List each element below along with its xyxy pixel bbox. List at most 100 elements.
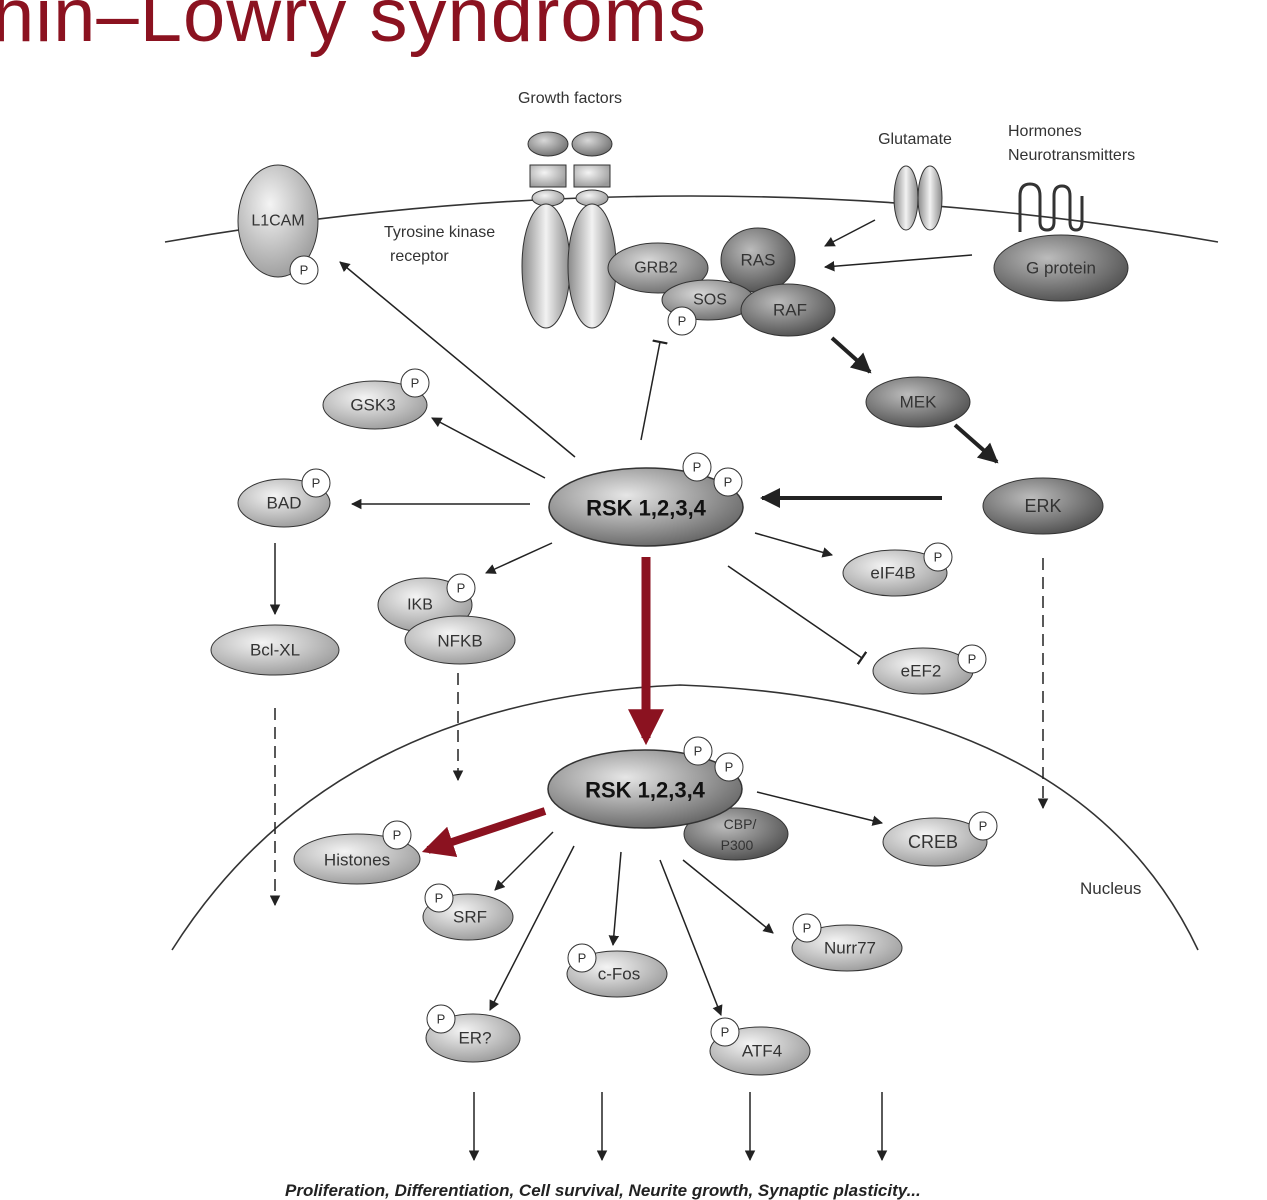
svg-text:P: P — [725, 760, 734, 775]
svg-text:P: P — [968, 652, 977, 667]
phospho-badge-histones: P — [382, 820, 412, 850]
svg-text:P: P — [300, 263, 309, 278]
raf-node: RAF — [740, 283, 836, 337]
outcomes-footer: Proliferation, Differentiation, Cell sur… — [285, 1181, 921, 1200]
svg-text:CBP/: CBP/ — [724, 816, 757, 832]
svg-text:P: P — [693, 460, 702, 475]
tyrosine-kinase-receptor — [521, 131, 617, 329]
glutamate-receptor-channel — [893, 165, 943, 231]
cell-membrane — [164, 195, 1219, 243]
svg-text:G protein: G protein — [1026, 259, 1096, 278]
phospho-badge-rsk-cyto-2: P — [713, 467, 743, 497]
phospho-badge-atf4: P — [710, 1017, 740, 1047]
svg-text:P: P — [393, 828, 402, 843]
svg-text:ATF4: ATF4 — [742, 1042, 782, 1061]
svg-text:P300: P300 — [721, 837, 754, 853]
inhibition-rsk-to-sos — [640, 339, 668, 441]
phospho-badge-rsk-nuc-1: P — [683, 736, 713, 766]
phospho-badge-er: P — [426, 1004, 456, 1034]
arrow-gprotein-to-ras — [823, 254, 973, 272]
mek-node: MEK — [865, 376, 971, 428]
svg-text:eEF2: eEF2 — [901, 662, 942, 681]
phospho-badge-nurr77: P — [792, 913, 822, 943]
arrow-rsk-to-srf — [494, 831, 554, 891]
arrow-rsk-to-ikb — [485, 542, 553, 574]
nuclear-envelope — [171, 684, 1199, 951]
pathway-arrows — [269, 219, 1049, 1162]
rsk-cytoplasmic-node: RSK 1,2,3,4 — [548, 467, 744, 547]
inhibition-rsk-to-eef2 — [727, 565, 868, 665]
svg-text:GSK3: GSK3 — [350, 396, 395, 415]
glutamate-label: Glutamate — [878, 131, 952, 148]
svg-text:RAS: RAS — [741, 251, 776, 270]
phospho-badge-c-fos: P — [567, 943, 597, 973]
receptor-label: receptor — [390, 248, 449, 265]
svg-text:Bcl-XL: Bcl-XL — [250, 641, 300, 660]
l1cam-label: L1CAM — [251, 213, 304, 230]
svg-text:P: P — [411, 376, 420, 391]
svg-text:BAD: BAD — [267, 494, 302, 513]
rsk-nuclear-node: RSK 1,2,3,4 — [547, 749, 743, 829]
slide-title: hin–Lowry syndroms — [0, 0, 707, 58]
svg-text:P: P — [724, 475, 733, 490]
svg-text:IKB: IKB — [407, 597, 433, 614]
phospho-badge-eif4b: P — [923, 542, 953, 572]
svg-text:Histones: Histones — [324, 851, 390, 870]
svg-text:eIF4B: eIF4B — [870, 564, 915, 583]
svg-text:P: P — [694, 744, 703, 759]
svg-text:P: P — [678, 314, 687, 329]
svg-text:NFKB: NFKB — [437, 632, 482, 651]
hormones-label: Hormones — [1008, 123, 1082, 140]
arrow-glutamate-to-ras — [824, 219, 876, 247]
creb-node: CREB — [882, 817, 988, 867]
tyrosine-kinase-label: Tyrosine kinase — [384, 224, 495, 241]
svg-text:RSK 1,2,3,4: RSK 1,2,3,4 — [585, 778, 706, 803]
arrow-rsk-to-atf4 — [659, 859, 723, 1016]
arrow-rsk-to-l1cam — [339, 261, 576, 458]
red-arrow-rsk-to-histones — [421, 807, 547, 858]
svg-text:P: P — [803, 921, 812, 936]
nucleus-label: Nucleus — [1080, 879, 1141, 898]
svg-text:GRB2: GRB2 — [634, 260, 678, 277]
gsk3-node: GSK3 — [322, 380, 428, 430]
bcl-xl-node: Bcl-XL — [210, 624, 340, 676]
phospho-badge-sos: P — [667, 306, 697, 336]
g-protein-node: G protein — [993, 234, 1129, 302]
l1cam-node: L1CAM — [237, 164, 319, 278]
growth-factors-label: Growth factors — [518, 90, 622, 107]
svg-text:P: P — [435, 891, 444, 906]
svg-text:RAF: RAF — [773, 301, 807, 320]
phospho-badge-gsk3: P — [400, 368, 430, 398]
svg-text:P: P — [721, 1025, 730, 1040]
gpcr-transmembrane-icon — [1018, 182, 1084, 232]
arrow-rsk-to-nurr77 — [682, 859, 774, 934]
arrow-rsk-to-gsk3 — [431, 417, 546, 479]
arrow-rsk-to-eif4b — [754, 532, 834, 558]
arrow-rsk-to-cfos — [608, 851, 622, 947]
svg-text:P: P — [979, 819, 988, 834]
neurotransmitters-label: Neurotransmitters — [1008, 147, 1135, 164]
highlight-arrows — [421, 557, 664, 858]
phospho-badge-creb: P — [968, 811, 998, 841]
arrow-rsk-to-er — [489, 845, 575, 1011]
phospho-badge-srf: P — [424, 883, 454, 913]
nurr77-node: Nurr77 — [791, 924, 903, 972]
svg-text:P: P — [578, 951, 587, 966]
svg-text:MEK: MEK — [900, 393, 938, 412]
phospho-badge-bad: P — [301, 468, 331, 498]
phospho-badge-ikb: P — [446, 573, 476, 603]
phospho-badge-rsk-cyto-1: P — [682, 452, 712, 482]
grb2-node: GRB2 — [607, 242, 709, 294]
eef2-node: eEF2 — [872, 647, 974, 695]
arrow-rsk-to-creb — [756, 791, 884, 826]
svg-text:ERK: ERK — [1024, 496, 1061, 516]
svg-text:SRF: SRF — [453, 908, 487, 927]
svg-text:RSK 1,2,3,4: RSK 1,2,3,4 — [586, 496, 707, 521]
erk-node: ERK — [982, 477, 1104, 535]
nfkb-node: NFKB — [404, 615, 516, 665]
phospho-badge-eef2: P — [957, 644, 987, 674]
svg-text:ER?: ER? — [458, 1029, 491, 1048]
svg-text:Nurr77: Nurr77 — [824, 939, 876, 958]
phospho-badges: P P P P P P P P P P P P P P P P P P — [289, 255, 998, 1047]
